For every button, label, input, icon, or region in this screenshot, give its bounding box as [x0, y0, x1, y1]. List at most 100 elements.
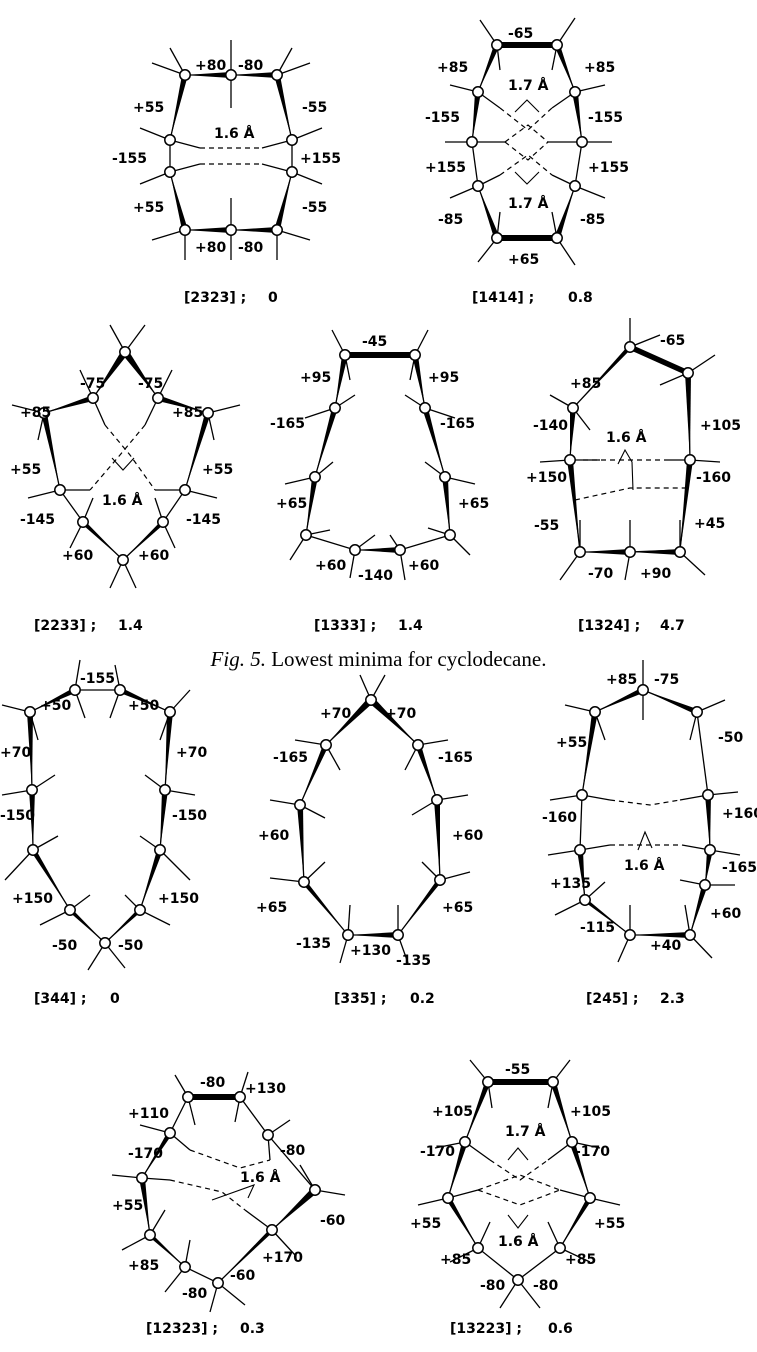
torsion-label: +60 — [315, 558, 346, 574]
torsion-label: -55 — [534, 518, 559, 534]
torsion-label: +65 — [256, 900, 287, 916]
torsion-label: +80 — [195, 58, 226, 74]
torsion-label: -165 — [438, 750, 473, 766]
torsion-label: +105 — [700, 418, 741, 434]
contact-distance: 1.6 Å — [240, 1169, 281, 1186]
torsion-label: +160 — [722, 806, 757, 822]
torsion-label: -135 — [296, 936, 331, 952]
torsion-label: -160 — [696, 470, 731, 486]
torsion-label: -75 — [138, 376, 163, 392]
torsion-label: +85 — [128, 1258, 159, 1274]
torsion-label: +60 — [258, 828, 289, 844]
torsion-label: -155 — [425, 110, 460, 126]
torsion-label: -155 — [80, 671, 115, 687]
torsion-label: +95 — [428, 370, 459, 386]
torsion-label: +85 — [570, 376, 601, 392]
torsion-label: +155 — [300, 151, 341, 167]
torsion-label: +70 — [0, 745, 31, 761]
torsion-label: +130 — [350, 943, 391, 959]
structure-energy: 1.4 — [118, 618, 143, 634]
torsion-label: -170 — [575, 1144, 610, 1160]
torsion-label: -55 — [302, 200, 327, 216]
structure-label: [2233] ; — [34, 618, 96, 634]
torsion-label: -150 — [172, 808, 207, 824]
torsion-label: -165 — [722, 860, 757, 876]
torsion-label: +130 — [245, 1081, 286, 1097]
torsion-label: +55 — [202, 462, 233, 478]
torsion-label: +55 — [556, 735, 587, 751]
torsion-label: -50 — [718, 730, 744, 746]
torsion-label: +45 — [694, 516, 725, 532]
structure-2323: +55 +80 -80 -55 +155 -55 -80 +80 +55 -15… — [112, 40, 341, 306]
figure-caption-text: Lowest minima for cyclodecane. — [271, 647, 547, 671]
torsion-label: -170 — [420, 1144, 455, 1160]
structure-344: -155 +50 +70 -150 +150 -50 -50 +150 -150… — [0, 659, 207, 1007]
torsion-label: +40 — [650, 938, 681, 954]
torsion-label: -65 — [508, 26, 533, 42]
torsion-label: -80 — [533, 1278, 559, 1294]
torsion-label: -165 — [440, 416, 475, 432]
torsion-label: -55 — [302, 100, 327, 116]
contact-distance: 1.7 Å — [508, 195, 549, 212]
structure-energy: 0 — [110, 991, 120, 1007]
torsion-label: -80 — [200, 1075, 226, 1091]
structure-1324: -65 +105 -160 +45 +90 -70 -55 +150 -140 … — [526, 318, 741, 634]
contact-distance: 1.7 Å — [505, 1123, 546, 1140]
torsion-label: +55 — [410, 1216, 441, 1232]
torsion-label: +85 — [440, 1252, 471, 1268]
structure-label: [344] ; — [34, 991, 87, 1007]
structure-13223: -55 +105 -170 +55 +85 -80 -80 +85 +55 -1… — [410, 1059, 625, 1337]
torsion-label: -80 — [238, 58, 264, 74]
torsion-label: -70 — [588, 566, 614, 582]
torsion-label: -75 — [80, 376, 105, 392]
torsion-label: -155 — [588, 110, 623, 126]
structure-label: [13223] ; — [450, 1321, 522, 1337]
torsion-label: -170 — [128, 1146, 163, 1162]
structure-label: [335] ; — [334, 991, 387, 1007]
torsion-label: +85 — [437, 60, 468, 76]
figure-number: Fig. 5. — [210, 647, 266, 671]
torsion-label: -80 — [280, 1143, 306, 1159]
torsion-label: -140 — [358, 568, 393, 584]
torsion-label: +150 — [526, 470, 567, 486]
torsion-label: +85 — [584, 60, 615, 76]
torsion-label: -80 — [238, 240, 264, 256]
structure-12323: -80 +130 -80 -60 +170 -60 -80 +85 +55 -1… — [111, 1071, 346, 1337]
structure-energy: 0 — [268, 290, 278, 306]
torsion-label: +85 — [565, 1252, 596, 1268]
torsion-label: +55 — [133, 200, 164, 216]
torsion-label: +55 — [10, 462, 41, 478]
torsion-label: -65 — [660, 333, 685, 349]
structure-energy: 0.2 — [410, 991, 435, 1007]
torsion-label: -160 — [542, 810, 577, 826]
contact-distance: 1.6 Å — [214, 125, 255, 142]
torsion-label: -155 — [112, 151, 147, 167]
torsion-label: +95 — [300, 370, 331, 386]
torsion-label: +65 — [442, 900, 473, 916]
torsion-label: -50 — [118, 938, 144, 954]
torsion-label: +55 — [133, 100, 164, 116]
torsion-label: +85 — [172, 405, 203, 421]
torsion-label: -55 — [505, 1062, 530, 1078]
torsion-label: +170 — [262, 1250, 303, 1266]
torsion-label: -75 — [654, 672, 679, 688]
torsion-label: -145 — [186, 512, 221, 528]
torsion-label: +55 — [112, 1198, 143, 1214]
torsion-label: +65 — [508, 252, 539, 268]
contact-distance: 1.6 Å — [498, 1233, 539, 1250]
contact-distance: 1.6 Å — [102, 492, 143, 509]
torsion-label: +155 — [425, 160, 466, 176]
torsion-label: -140 — [533, 418, 568, 434]
contact-distance: 1.6 Å — [606, 429, 647, 446]
torsion-label: -60 — [320, 1213, 346, 1229]
torsion-label: -165 — [270, 416, 305, 432]
structure-energy: 0.3 — [240, 1321, 265, 1337]
structure-335: +70 -165 +60 +65 -135 +130 -135 +65 +60 … — [256, 674, 483, 1007]
torsion-label: -45 — [362, 334, 387, 350]
torsion-label: +85 — [606, 672, 637, 688]
torsion-label: -85 — [580, 212, 605, 228]
structure-label: [12323] ; — [146, 1321, 218, 1337]
torsion-label: +60 — [138, 548, 169, 564]
torsion-label: -50 — [52, 938, 78, 954]
